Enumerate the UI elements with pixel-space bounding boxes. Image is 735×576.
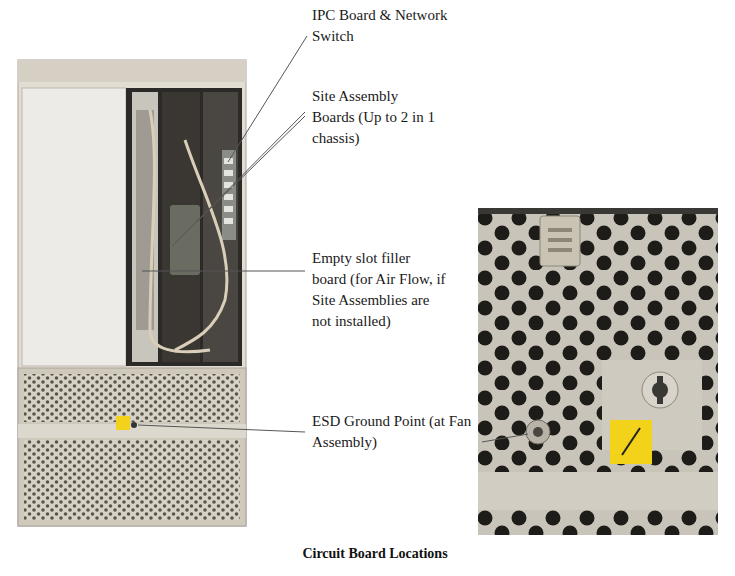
callout-label: Empty slot filler board (for Air Flow, i… <box>312 248 447 332</box>
callout-label: ESD Ground Point (at Fan Assembly) <box>312 411 477 453</box>
callout-label: Site Assembly Boards (Up to 2 in 1 chass… <box>312 86 442 149</box>
figure-caption: Circuit Board Locations <box>225 546 525 562</box>
callout-label: IPC Board & Network Switch <box>312 5 462 47</box>
